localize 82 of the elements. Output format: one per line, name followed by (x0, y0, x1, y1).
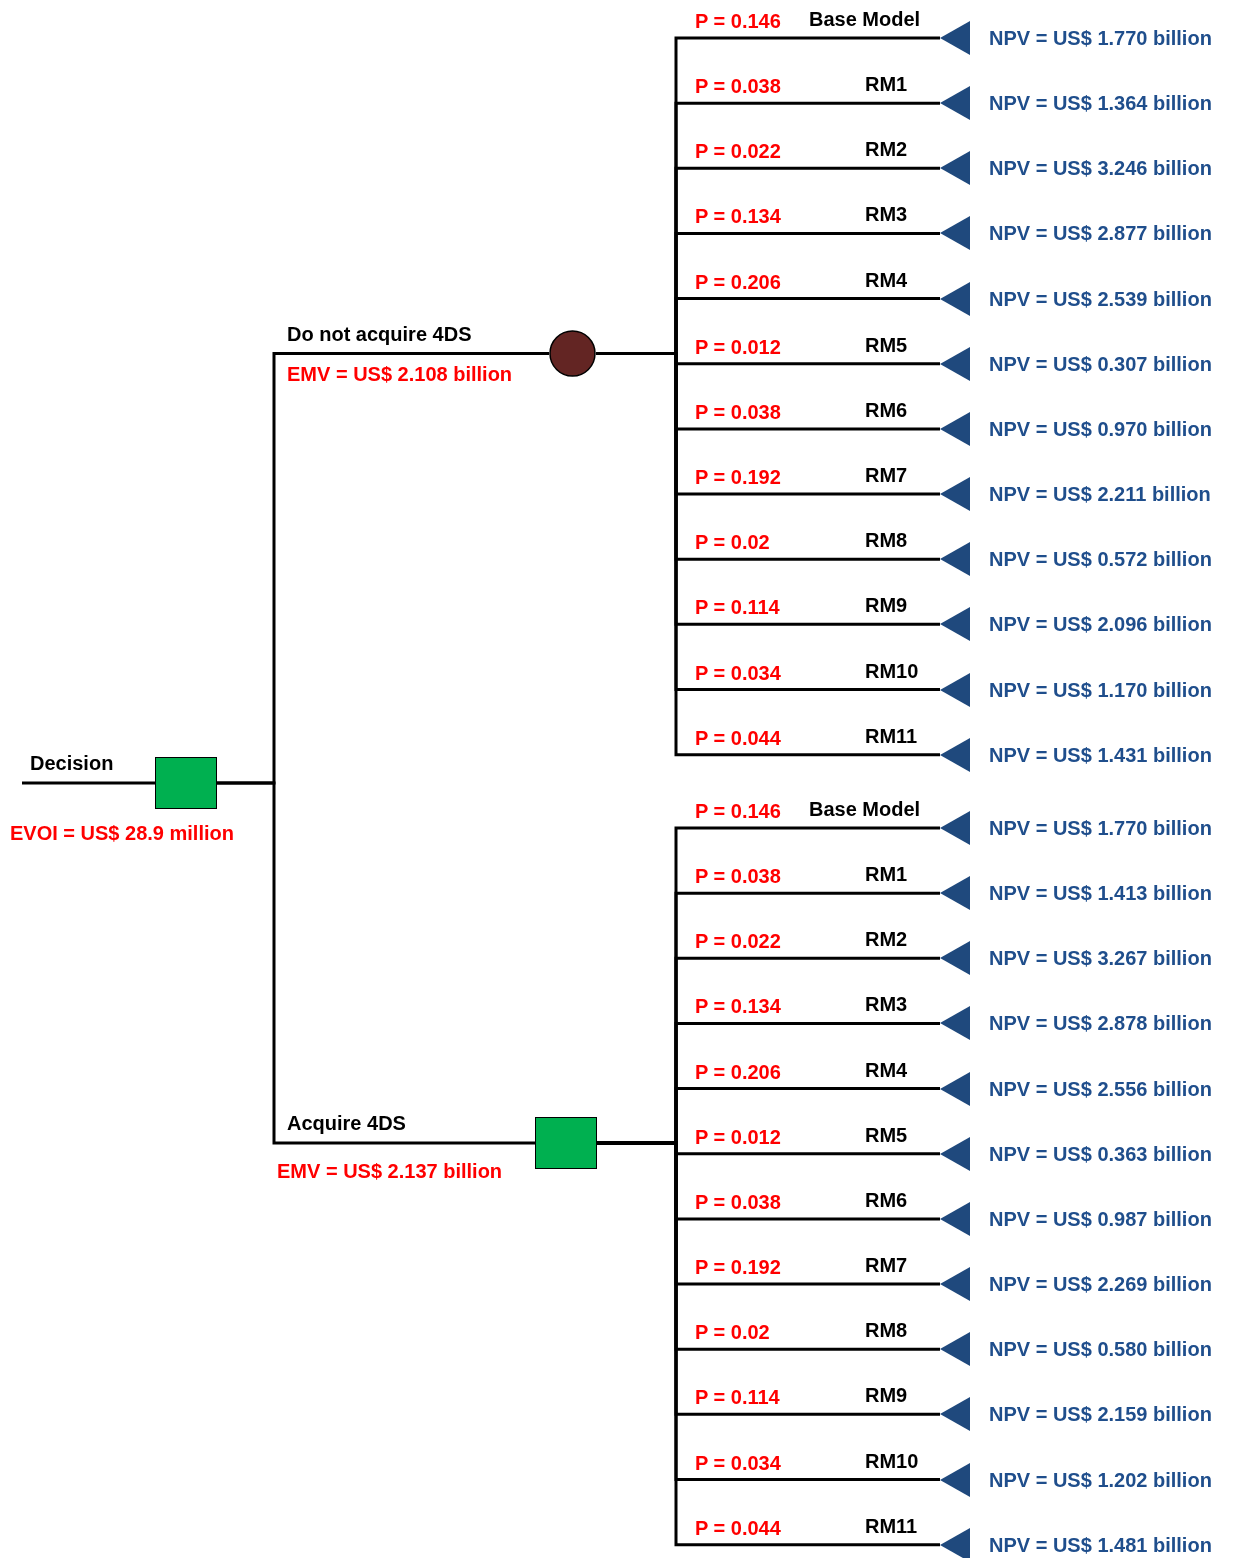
decision-node-square (155, 757, 217, 809)
probability-label: P = 0.192 (695, 1256, 781, 1279)
probability-label: P = 0.038 (695, 75, 781, 98)
terminal-node-triangle (940, 1527, 970, 1558)
terminal-node-triangle (940, 542, 970, 577)
payoff-label: NPV = US$ 0.987 billion (989, 1207, 1212, 1230)
probability-label: P = 0.044 (695, 1516, 781, 1539)
branch-label: Acquire 4DS (287, 1112, 406, 1134)
terminal-node-triangle (940, 1136, 970, 1171)
branch-line (22, 781, 155, 785)
payoff-label: NPV = US$ 1.202 billion (989, 1468, 1212, 1491)
probability-label: P = 0.206 (695, 270, 781, 293)
terminal-node-triangle (940, 281, 970, 316)
probability-label: P = 0.114 (695, 1386, 780, 1409)
payoff-label: NPV = US$ 3.246 billion (989, 157, 1212, 180)
terminal-node-triangle (940, 811, 970, 845)
payoff-label: NPV = US$ 1.770 billion (989, 27, 1212, 49)
terminal-node-triangle (940, 941, 970, 976)
decision-node-square (535, 1117, 597, 1169)
payoff-label: NPV = US$ 0.970 billion (989, 417, 1212, 440)
payoff-label: NPV = US$ 1.364 billion (989, 92, 1212, 115)
terminal-node-triangle (940, 21, 970, 55)
probability-label: P = 0.034 (695, 1451, 781, 1474)
payoff-label: NPV = US$ 2.269 billion (989, 1273, 1212, 1296)
terminal-node-triangle (940, 1397, 970, 1432)
node-value: EMV = US$ 2.108 billion (287, 363, 513, 385)
terminal-node-triangle (940, 346, 970, 381)
payoff-label: NPV = US$ 2.878 billion (989, 1012, 1212, 1035)
node-value: EMV = US$ 2.137 billion (277, 1160, 503, 1182)
probability-label: P = 0.038 (695, 400, 781, 423)
probability-label: P = 0.012 (695, 1125, 781, 1148)
probability-label: P = 0.146 (695, 10, 781, 32)
terminal-node-triangle (940, 151, 970, 186)
terminal-node-triangle (940, 1332, 970, 1367)
terminal-node-triangle (940, 672, 970, 707)
probability-label: P = 0.192 (695, 466, 781, 489)
probability-label: P = 0.134 (695, 205, 781, 228)
probability-label: P = 0.02 (695, 1321, 770, 1344)
probability-label: P = 0.02 (695, 531, 770, 554)
payoff-label: NPV = US$ 1.431 billion (989, 743, 1212, 766)
payoff-label: NPV = US$ 2.096 billion (989, 613, 1212, 636)
payoff-label: NPV = US$ 2.211 billion (989, 483, 1211, 506)
probability-label: P = 0.034 (695, 661, 781, 684)
terminal-node-triangle (940, 216, 970, 251)
terminal-node-triangle (940, 1201, 970, 1236)
terminal-node-triangle (940, 86, 970, 121)
payoff-label: NPV = US$ 2.556 billion (989, 1077, 1212, 1100)
terminal-node-triangle (940, 1267, 970, 1302)
probability-label: P = 0.012 (695, 335, 781, 358)
payoff-label: NPV = US$ 1.413 billion (989, 882, 1212, 905)
terminal-node-triangle (940, 876, 970, 911)
payoff-label: NPV = US$ 0.307 billion (989, 352, 1212, 375)
probability-label: P = 0.038 (695, 865, 781, 888)
terminal-node-triangle (940, 607, 970, 642)
payoff-label: NPV = US$ 2.539 billion (989, 287, 1212, 310)
terminal-node-triangle (940, 737, 970, 772)
terminal-node-triangle (940, 411, 970, 446)
chance-node-circle (549, 330, 596, 377)
terminal-node-triangle (940, 1462, 970, 1497)
terminal-node-triangle (940, 1006, 970, 1041)
payoff-label: NPV = US$ 1.481 billion (989, 1533, 1212, 1556)
node-caption: Decision (30, 752, 114, 774)
payoff-label: NPV = US$ 0.580 billion (989, 1338, 1212, 1361)
probability-label: P = 0.022 (695, 930, 781, 953)
payoff-label: NPV = US$ 2.877 billion (989, 222, 1212, 245)
probability-label: P = 0.146 (695, 800, 781, 822)
branch-line (217, 781, 535, 1145)
probability-label: P = 0.038 (695, 1190, 781, 1213)
probability-label: P = 0.022 (695, 140, 781, 163)
node-value: EVOI = US$ 28.9 million (10, 822, 234, 844)
probability-label: P = 0.134 (695, 995, 781, 1018)
terminal-node-triangle (940, 477, 970, 512)
payoff-label: NPV = US$ 0.363 billion (989, 1142, 1212, 1165)
probability-label: P = 0.044 (695, 726, 781, 749)
payoff-label: NPV = US$ 0.572 billion (989, 548, 1212, 571)
payoff-label: NPV = US$ 1.770 billion (989, 817, 1212, 839)
terminal-node-triangle (940, 1071, 970, 1106)
payoff-label: NPV = US$ 2.159 billion (989, 1403, 1212, 1426)
payoff-label: NPV = US$ 3.267 billion (989, 947, 1212, 970)
probability-label: P = 0.206 (695, 1060, 781, 1083)
probability-label: P = 0.114 (695, 596, 780, 619)
payoff-label: NPV = US$ 1.170 billion (989, 678, 1212, 701)
